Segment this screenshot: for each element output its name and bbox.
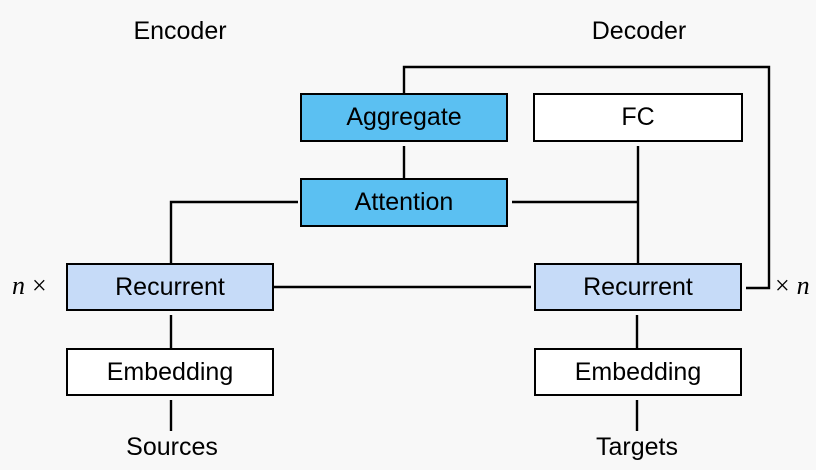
repeat-right-times-symbol: × bbox=[775, 271, 790, 300]
node-aggregate: Aggregate bbox=[300, 93, 508, 142]
node-encoder-recurrent: Recurrent bbox=[66, 263, 274, 311]
encoder-section-label: Encoder bbox=[133, 17, 227, 45]
arrow-encoder-recurrent-to-attention bbox=[169, 200, 298, 263]
decoder-section-label: Decoder bbox=[591, 17, 687, 45]
repeat-marker-left: n× bbox=[12, 271, 47, 301]
node-encoder-embedding: Embedding bbox=[66, 348, 274, 396]
node-aggregate-label: Aggregate bbox=[346, 103, 462, 131]
repeat-left-variable: n bbox=[12, 271, 25, 300]
node-attention: Attention bbox=[300, 178, 508, 227]
sources-label: Sources bbox=[126, 433, 218, 461]
node-encoder-recurrent-label: Recurrent bbox=[115, 272, 225, 301]
node-fc: FC bbox=[533, 93, 743, 142]
node-decoder-recurrent: Recurrent bbox=[534, 263, 742, 311]
targets-label: Targets bbox=[596, 433, 678, 461]
repeat-left-times-symbol: × bbox=[32, 271, 47, 300]
node-attention-label: Attention bbox=[354, 188, 454, 216]
node-decoder-recurrent-label: Recurrent bbox=[583, 272, 693, 301]
node-decoder-embedding: Embedding bbox=[534, 348, 742, 396]
node-decoder-embedding-label: Embedding bbox=[574, 357, 702, 386]
node-fc-label: FC bbox=[621, 103, 655, 131]
repeat-right-variable: n bbox=[796, 271, 810, 300]
repeat-marker-right: ×n bbox=[775, 271, 810, 301]
node-encoder-embedding-label: Embedding bbox=[106, 357, 234, 386]
